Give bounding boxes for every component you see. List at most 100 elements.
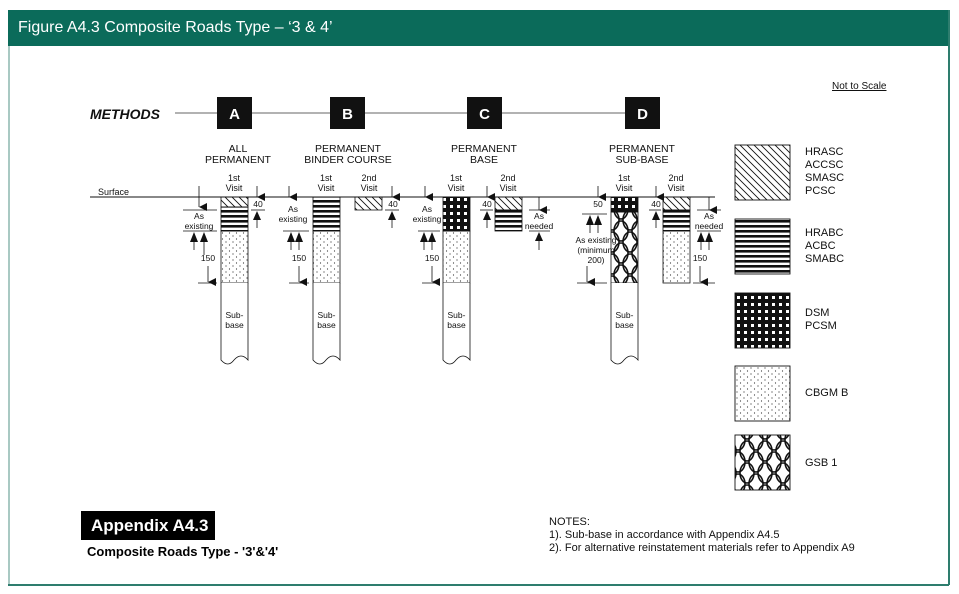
subbase-column bbox=[312, 283, 341, 365]
as-existing-min-d-2: (minimum bbox=[577, 245, 614, 255]
layer-surface-course bbox=[220, 196, 249, 208]
subbase-column bbox=[610, 283, 639, 365]
legend-label: GSB 1 bbox=[805, 457, 837, 469]
visit-d1-1: 1st bbox=[618, 173, 631, 183]
method-d-badge: D bbox=[625, 97, 660, 129]
dim-150-d: 150 bbox=[693, 253, 707, 263]
legend-label: DSM bbox=[805, 307, 829, 319]
legend: HRASC ACCSC SMASC PCSC HRABC ACBC SMABC … bbox=[734, 144, 848, 491]
as-existing-min-d-3: 200) bbox=[587, 255, 604, 265]
layer-binder-course bbox=[312, 196, 341, 232]
subbase-label-2: base bbox=[225, 320, 244, 330]
visit-c2-2: Visit bbox=[500, 183, 517, 193]
visit-d1-2: Visit bbox=[616, 183, 633, 193]
note-item: 1). Sub-base in accordance with Appendix… bbox=[549, 529, 780, 541]
visit-b1-2: Visit bbox=[318, 183, 335, 193]
frame-bottom-border bbox=[8, 584, 949, 586]
as-needed-d-1: As bbox=[704, 211, 714, 221]
subbase-label-1: Sub- bbox=[318, 310, 336, 320]
appendix-label: Appendix A4.3 bbox=[81, 511, 215, 540]
as-existing-c-2: existing bbox=[413, 214, 442, 224]
note-item: 2). For alternative reinstatement materi… bbox=[549, 542, 855, 554]
legend-swatch-ovals bbox=[734, 434, 791, 491]
subbase-label-2: base bbox=[615, 320, 634, 330]
subbase-column bbox=[442, 283, 471, 365]
legend-label: SMABC bbox=[805, 253, 844, 265]
as-needed-c-1: As bbox=[534, 211, 544, 221]
frame-right-border bbox=[948, 10, 950, 585]
dim-40-a: 40 bbox=[253, 199, 263, 209]
visit-a1-2: Visit bbox=[226, 183, 243, 193]
dim-40-b: 40 bbox=[388, 199, 398, 209]
subbase-label-2: base bbox=[317, 320, 336, 330]
as-existing-a-2: existing bbox=[185, 221, 214, 231]
svg-text:A: A bbox=[229, 106, 240, 123]
legend-item-dsm: DSM PCSM bbox=[734, 292, 837, 349]
surface-label: Surface bbox=[98, 187, 129, 197]
method-a-badge: A bbox=[217, 97, 252, 129]
layer-gsb1-sub-base bbox=[610, 211, 639, 284]
as-needed-c-2: needed bbox=[525, 221, 554, 231]
legend-label: PCSC bbox=[805, 185, 836, 197]
visit-b2-1: 2nd bbox=[361, 173, 376, 183]
method-d-title-2: SUB-BASE bbox=[615, 154, 668, 166]
layer-dsm-base bbox=[442, 196, 471, 232]
visit-d2-1: 2nd bbox=[668, 173, 683, 183]
legend-label: ACBC bbox=[805, 240, 836, 252]
method-c-section: Sub- base As existing 150 40 As needed bbox=[413, 186, 554, 365]
subbase-label-1: Sub- bbox=[226, 310, 244, 320]
figure-title: Figure A4.3 Composite Roads Type – ‘3 & … bbox=[8, 10, 949, 46]
legend-item-binder-course: HRABC ACBC SMABC bbox=[734, 218, 844, 275]
layer-surface-course-2nd-visit bbox=[662, 196, 691, 211]
legend-label: HRASC bbox=[805, 146, 844, 158]
layer-binder-course bbox=[220, 206, 249, 232]
method-d-title-1: PERMANENT bbox=[609, 143, 676, 155]
layer-binder-course-2nd-visit bbox=[494, 209, 523, 232]
method-b-section: Sub- base As existing 150 40 bbox=[279, 186, 400, 365]
method-d-section: Sub- base 50 As existing (minimum 200) 4… bbox=[575, 186, 724, 365]
subbase-label-2: base bbox=[447, 320, 466, 330]
legend-item-cbgm: CBGM B bbox=[734, 365, 848, 422]
method-a-title-1: ALL bbox=[229, 143, 248, 155]
notes-block: NOTES: 1). Sub-base in accordance with A… bbox=[549, 516, 855, 555]
visit-b1-1: 1st bbox=[320, 173, 333, 183]
not-to-scale-note: Not to Scale bbox=[832, 81, 887, 92]
subbase-label-1: Sub- bbox=[616, 310, 634, 320]
layer-cbgm-base bbox=[312, 230, 341, 284]
frame-left-border bbox=[8, 46, 10, 586]
legend-label: PCSM bbox=[805, 320, 837, 332]
subbase-label-1: Sub- bbox=[448, 310, 466, 320]
subbase-column bbox=[220, 283, 249, 365]
layer-cbgm-base-2nd-visit bbox=[662, 230, 691, 284]
legend-label: HRABC bbox=[805, 227, 844, 239]
notes-heading: NOTES: bbox=[549, 516, 590, 528]
layer-cbgm-base bbox=[442, 230, 471, 284]
layer-dsm-sub-base-cap bbox=[610, 196, 639, 213]
legend-item-gsb: GSB 1 bbox=[734, 434, 837, 491]
visit-d2-2: Visit bbox=[668, 183, 685, 193]
method-b-badge: B bbox=[330, 97, 365, 129]
visit-c1-1: 1st bbox=[450, 173, 463, 183]
legend-label: ACCSC bbox=[805, 159, 844, 171]
svg-text:B: B bbox=[342, 106, 353, 123]
layer-binder-course-2nd-visit bbox=[662, 209, 691, 232]
visit-c1-2: Visit bbox=[448, 183, 465, 193]
dim-50-d: 50 bbox=[593, 199, 603, 209]
method-c-title-2: BASE bbox=[470, 154, 498, 166]
legend-item-surface-course: HRASC ACCSC SMASC PCSC bbox=[734, 144, 844, 201]
method-a-section: Sub- base As existing 150 40 bbox=[183, 186, 265, 365]
as-existing-b-2: existing bbox=[279, 214, 308, 224]
dim-150-a: 150 bbox=[201, 253, 215, 263]
method-a-title-2: PERMANENT bbox=[205, 154, 272, 166]
layer-cbgm-base bbox=[220, 230, 249, 284]
method-b-title-2: BINDER COURSE bbox=[304, 154, 392, 166]
as-existing-a-1: As bbox=[194, 211, 204, 221]
as-existing-c-1: As bbox=[422, 204, 432, 214]
visit-b2-2: Visit bbox=[361, 183, 378, 193]
as-existing-b-1: As bbox=[288, 204, 298, 214]
as-needed-d-2: needed bbox=[695, 221, 724, 231]
layer-surface-course-2nd-visit bbox=[354, 196, 383, 211]
visit-a1-1: 1st bbox=[228, 173, 241, 183]
methods-label: METHODS bbox=[90, 106, 161, 122]
